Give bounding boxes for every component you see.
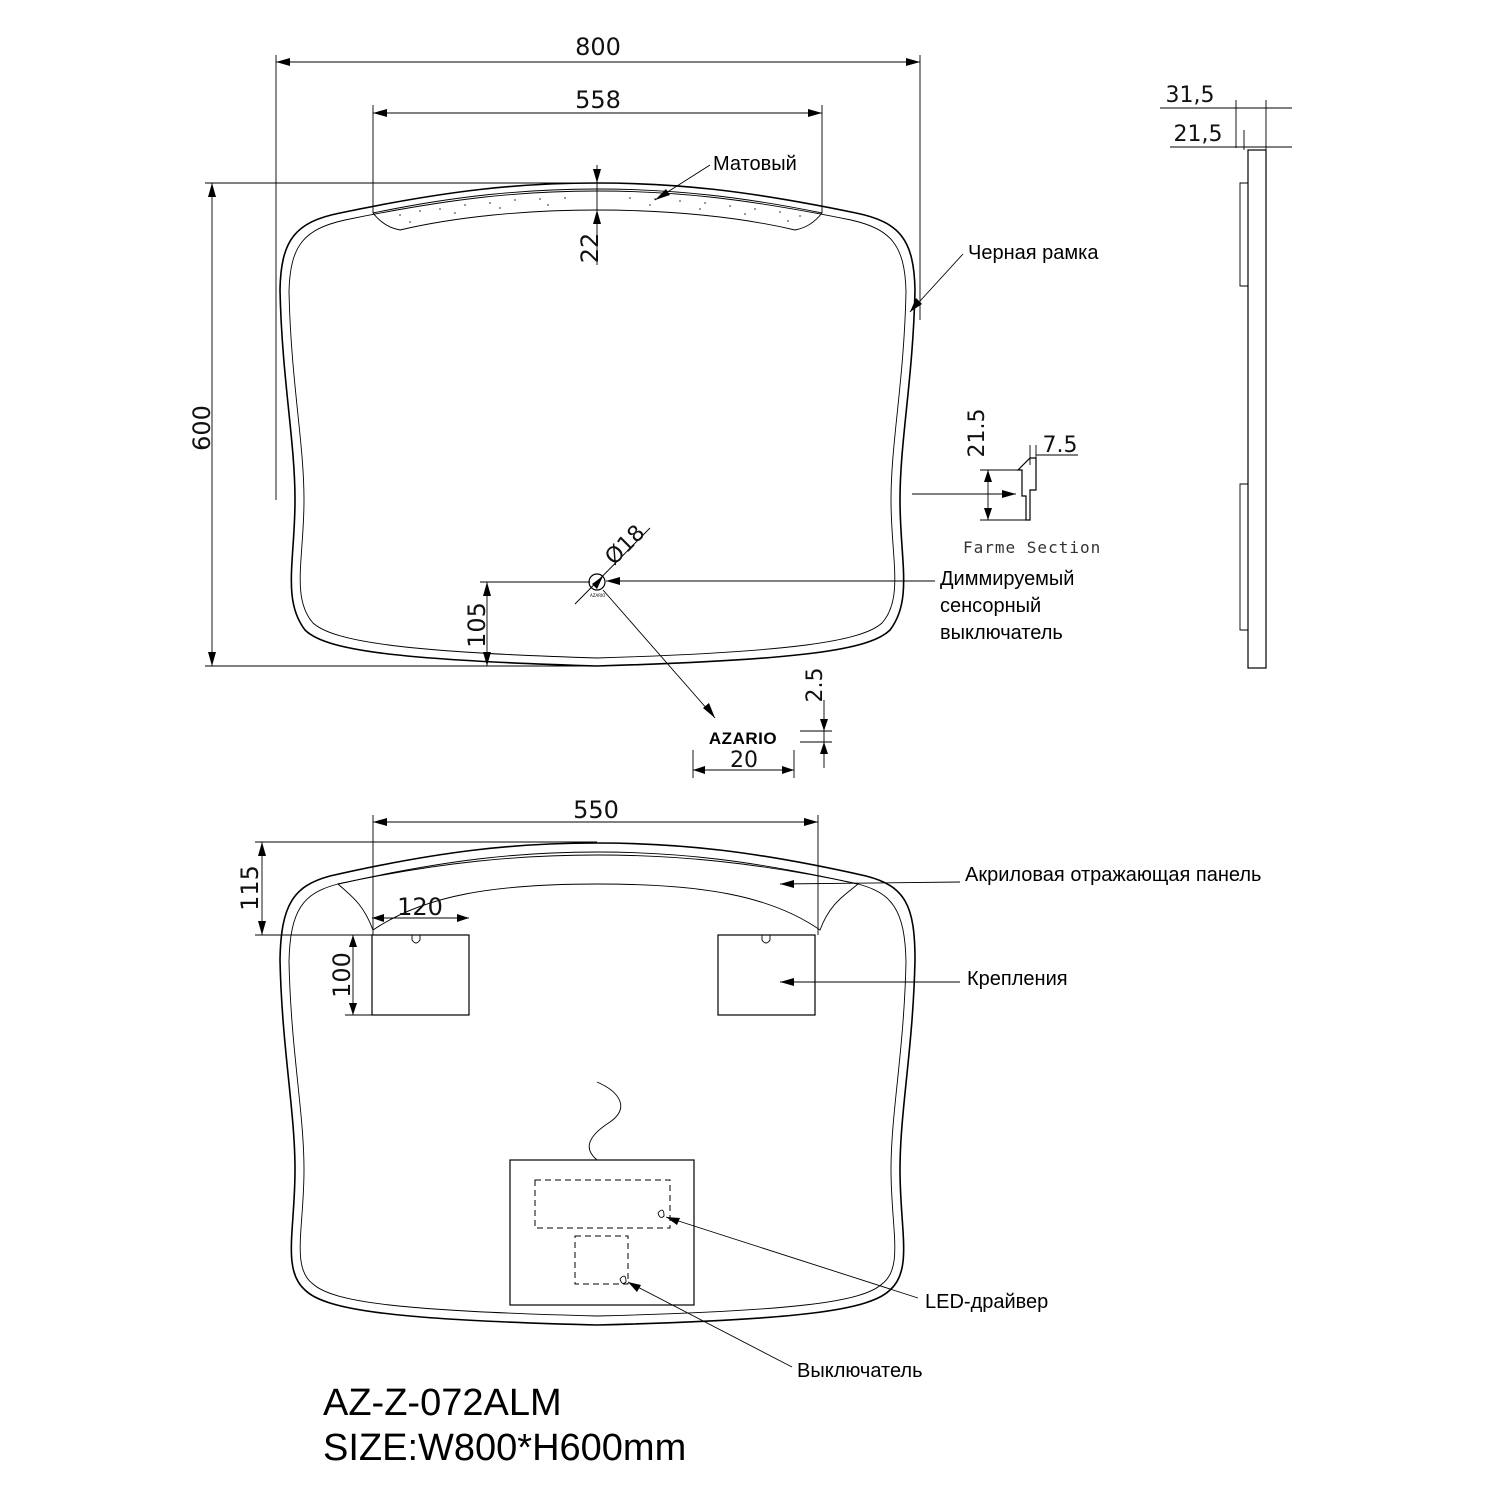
dim-215-label: 21,5	[1174, 122, 1223, 147]
dim-550-label: 550	[573, 796, 619, 824]
dim-120-label: 120	[397, 893, 443, 921]
dim-558-label: 558	[575, 86, 621, 114]
frame-profile	[1016, 457, 1037, 521]
mirror-outline-outer	[279, 182, 916, 667]
driver-housing	[509, 1159, 695, 1306]
bracket-left	[371, 934, 470, 1016]
leader-led-driver	[665, 1216, 919, 1299]
side-view: 31,5 21,5	[1160, 83, 1292, 669]
logo-brand: AZARIO	[709, 729, 777, 748]
bracket-right-slot	[761, 935, 771, 944]
label-black-frame: Черная рамка	[968, 242, 1099, 264]
label-dimmer-2: сенсорный	[940, 595, 1041, 617]
label-dimmer-1: Диммируемый	[940, 568, 1074, 590]
label-acrylic: Акриловая отражающая панель	[965, 864, 1261, 886]
matte-speckles	[399, 197, 801, 223]
rear-outline-outer	[279, 842, 916, 1326]
power-cable	[588, 1081, 622, 1161]
label-frame-section: Farme Section	[963, 538, 1101, 557]
front-view: 800 558 600 22 Матовый Черная рамка Ø18	[188, 33, 1099, 719]
rear-view: 550 115 120 100 Акриловая отражающая пан…	[236, 796, 1261, 1382]
label-led-driver: LED-драйвер	[925, 1291, 1048, 1313]
bracket-right	[717, 934, 816, 1016]
mirror-outline-inner	[288, 190, 907, 659]
label-dimmer-3: выключатель	[940, 622, 1063, 644]
side-bracket-top	[1239, 182, 1248, 287]
led-driver-marker	[657, 1209, 665, 1218]
side-bracket-bottom	[1239, 483, 1248, 631]
switch-diameter-line	[574, 527, 651, 605]
logo-detail: AZARIO 20 2.5	[692, 668, 832, 778]
svg-text:AZARIO: AZARIO	[590, 593, 605, 598]
dim-105-label: 105	[463, 602, 491, 648]
dim-frame-width: 7.5	[1043, 433, 1078, 458]
dim-frame-height: 21.5	[965, 409, 990, 458]
label-switch: Выключатель	[797, 1360, 923, 1382]
frame-section: 21.5 7.5 Farme Section	[912, 409, 1101, 557]
leader-switch	[627, 1281, 793, 1368]
switch-marker	[619, 1275, 627, 1284]
dim-115-label: 115	[236, 865, 264, 911]
bracket-left-slot	[411, 935, 421, 944]
dim-switch-diameter: Ø18	[601, 521, 651, 571]
dim-800-label: 800	[575, 33, 621, 61]
acrylic-panel	[337, 854, 859, 931]
rear-outline-inner	[288, 851, 907, 1317]
switch-module	[574, 1235, 629, 1285]
label-brackets: Крепления	[967, 968, 1068, 990]
product-size: SIZE:W800*H600mm	[323, 1427, 686, 1469]
led-driver	[534, 1179, 671, 1229]
dim-25-label: 2.5	[803, 668, 828, 703]
dim-20-label: 20	[730, 748, 758, 773]
label-matte: Матовый	[713, 153, 797, 175]
side-profile-body	[1247, 149, 1267, 669]
matte-strip	[372, 188, 823, 231]
title-block: AZ-Z-072ALM SIZE:W800*H600mm	[323, 1382, 686, 1469]
leader-logo	[602, 589, 716, 719]
dim-315-label: 31,5	[1166, 83, 1215, 108]
model-number: AZ-Z-072ALM	[323, 1382, 562, 1424]
leader-acrylic	[779, 881, 961, 885]
dim-100-label: 100	[328, 952, 356, 998]
dim-22-label: 22	[576, 233, 604, 264]
dim-600-label: 600	[188, 405, 216, 451]
